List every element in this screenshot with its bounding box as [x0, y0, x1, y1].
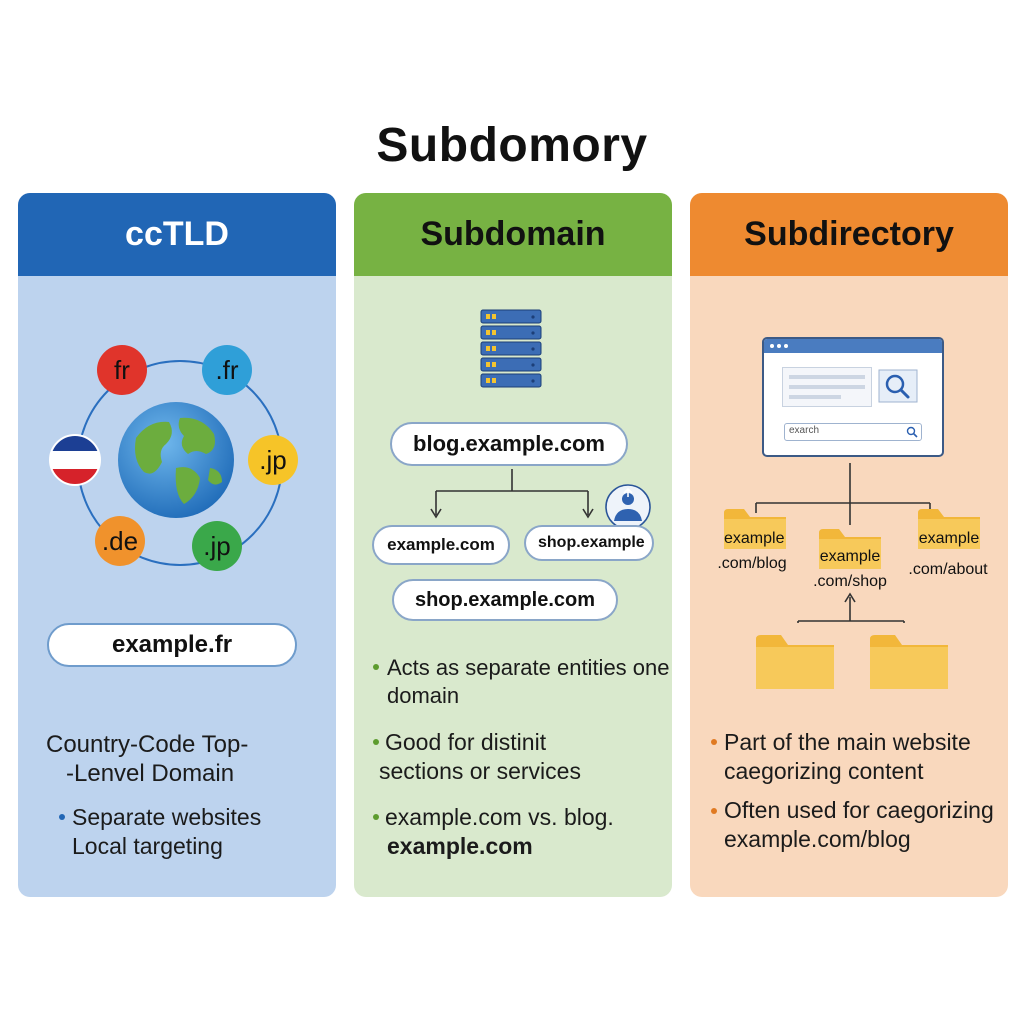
cctld-description: -Lenvel Domain [66, 760, 235, 787]
folder-icon [819, 529, 881, 569]
tld-badge: fr [97, 345, 147, 395]
subdomain-panel: Subdomain blog.example.com [354, 193, 672, 897]
subdomain-pill: shop.example.com [392, 579, 618, 621]
search-icon [878, 369, 918, 403]
flag-icon [49, 434, 101, 486]
tld-badge: .jp [192, 521, 242, 571]
browser-titlebar [764, 339, 942, 353]
folder-path: .com/shop [813, 573, 887, 590]
tld-badge: .jp [248, 435, 298, 485]
bullet-dot [59, 814, 65, 820]
folder-label: example [918, 530, 980, 547]
cctld-description: Country-Code Top- [46, 731, 249, 758]
folder-path: .com/about [908, 561, 988, 578]
folder-label: example [819, 548, 881, 565]
subdomain-bullet: domain [387, 683, 460, 708]
bullet-dot [373, 739, 379, 745]
subdomain-bullet: Good for distinit [385, 729, 547, 755]
tld-badge: .de [95, 516, 145, 566]
url-pill: example.fr [47, 623, 297, 667]
folder-label: example [724, 530, 785, 547]
subdomain-bullet: Acts as separate entities one [387, 655, 670, 680]
folder-path: .com/blog [717, 555, 787, 572]
subdirectory-bullet: example.com/blog [724, 826, 911, 852]
browser-window-icon: exarch [762, 337, 944, 457]
subdirectory-bullet: Part of the main website [724, 729, 971, 755]
cctld-bullet: Local targeting [72, 833, 223, 859]
subdirectory-bullet: Often used for caegorizing [724, 797, 994, 823]
user-upload-icon [605, 484, 651, 530]
subdomain-heading: Subdomain [354, 193, 672, 276]
cctld-heading: ccTLD [18, 193, 336, 276]
bullet-dot [373, 664, 379, 670]
cctld-bullet: Separate websites [72, 804, 262, 830]
subdomain-pill: example.com [372, 525, 510, 565]
folder-icon [870, 635, 948, 689]
folder-icon [724, 509, 786, 549]
page-title: Subdomory [376, 119, 648, 172]
search-input: exarch [789, 425, 820, 436]
subdirectory-panel: Subdirectory exarch [690, 193, 1008, 897]
subdirectory-bullet: caegorizing content [724, 758, 924, 784]
search-icon [906, 426, 918, 438]
globe-icon [118, 402, 234, 518]
tree-connector [430, 469, 594, 519]
folder-icon [756, 635, 834, 689]
server-rack-icon [480, 309, 542, 388]
subdirectory-heading: Subdirectory [690, 193, 1008, 276]
tld-badge: .fr [202, 345, 252, 395]
bullet-dot [711, 808, 717, 814]
subdomain-bullet: example.com vs. blog. [385, 804, 614, 830]
subdomain-pill: blog.example.com [390, 422, 628, 466]
folder-icon [918, 509, 980, 549]
cctld-panel: ccTLD fr .fr .jp .jp .de example.fr Coun [18, 193, 336, 897]
subdomain-bullet: sections or services [379, 758, 581, 784]
bullet-dot [373, 814, 379, 820]
bullet-dot [711, 739, 717, 745]
subdomain-pill: shop.example [524, 525, 654, 561]
subdomain-bullet: example.com [387, 833, 533, 859]
